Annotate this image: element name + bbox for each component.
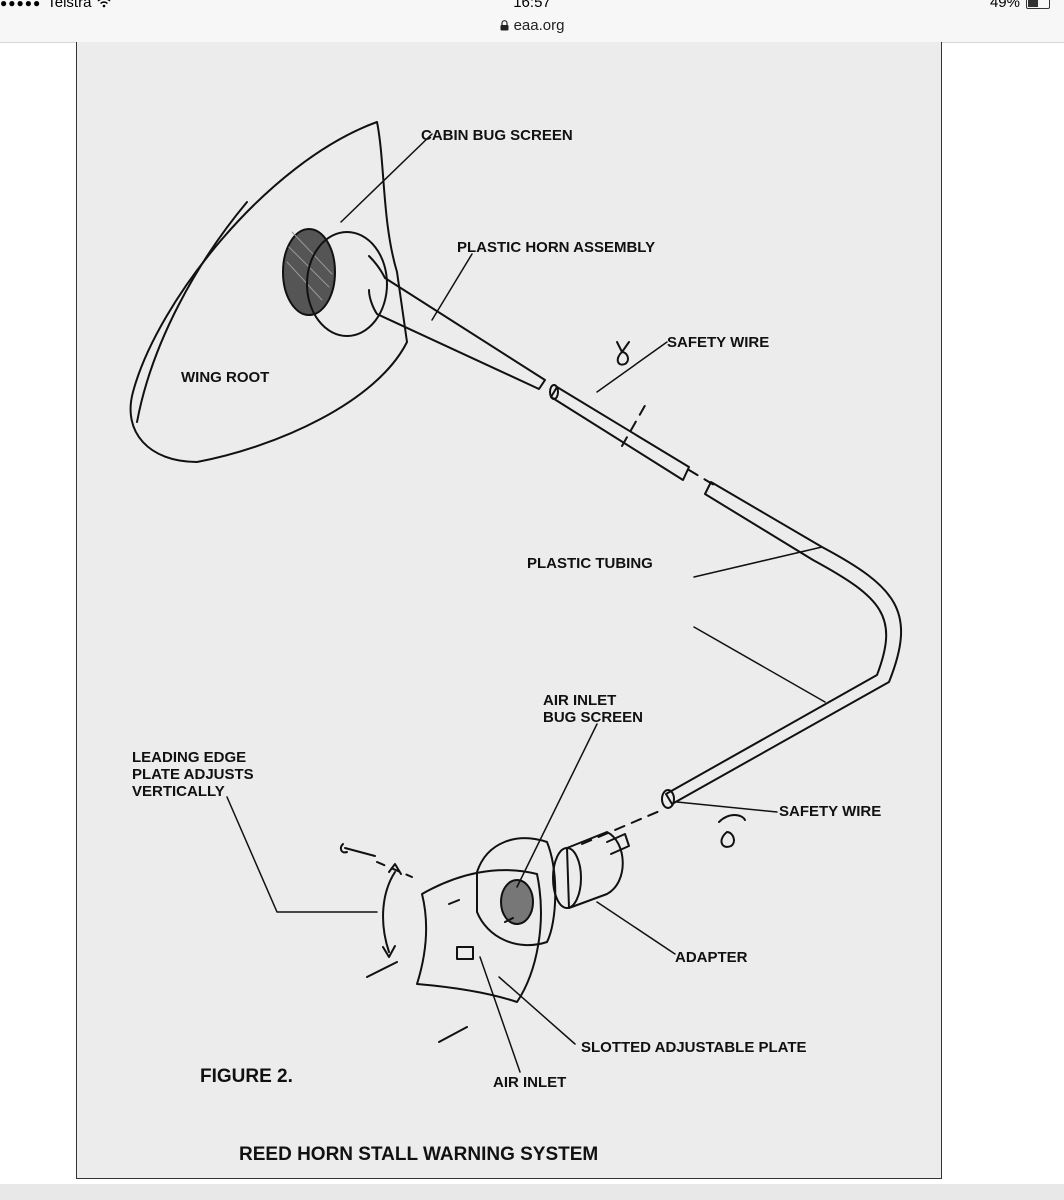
plastic-horn	[368, 255, 546, 390]
label-leading-edge-1: LEADING EDGE	[132, 749, 246, 766]
adjust-arrow-icon	[382, 863, 402, 958]
label-adapter: ADAPTER	[675, 949, 748, 966]
wing-root-edge	[136, 201, 248, 423]
reed-horn-diagram: CABIN BUG SCREEN PLASTIC HORN ASSEMBLY S…	[129, 121, 903, 1165]
slotted-adjustable-plate	[416, 869, 542, 1003]
label-air-inlet-bug-screen-1: AIR INLET	[543, 692, 616, 709]
url-text: eaa.org	[513, 17, 565, 34]
label-wing-root: WING ROOT	[181, 369, 269, 386]
label-air-inlet: AIR INLET	[493, 1074, 566, 1091]
screw-icon	[339, 843, 376, 857]
plastic-tubing-lower	[665, 481, 903, 805]
adapter	[566, 831, 624, 909]
lock-icon	[500, 20, 509, 31]
label-safety-wire-top: SAFETY WIRE	[667, 334, 769, 351]
label-safety-wire-bottom: SAFETY WIRE	[779, 803, 881, 820]
status-left: ●●●●● Telstra	[0, 0, 111, 11]
horn-flange	[306, 231, 388, 337]
label-plastic-tubing: PLASTIC TUBING	[527, 555, 653, 572]
safety-wire-top-icon	[616, 341, 630, 366]
label-plastic-horn-assembly: PLASTIC HORN ASSEMBLY	[457, 239, 655, 256]
label-figure: FIGURE 2.	[200, 1066, 293, 1087]
label-air-inlet-bug-screen-2: BUG SCREEN	[543, 709, 643, 726]
bottom-strip	[0, 1184, 1064, 1200]
status-bar: ●●●●● Telstra 16:57 eaa.org 49%	[0, 0, 1064, 43]
air-inlet-housing	[476, 837, 557, 947]
battery-icon	[1026, 0, 1050, 9]
signal-icon: ●●●●●	[0, 0, 42, 10]
status-time: 16:57	[513, 0, 551, 11]
document-page: CABIN BUG SCREEN PLASTIC HORN ASSEMBLY S…	[76, 42, 942, 1179]
wifi-icon	[97, 0, 111, 8]
safety-wire-bottom-icon	[718, 814, 746, 848]
label-cabin-bug-screen: CABIN BUG SCREEN	[421, 127, 573, 144]
status-right: 49%	[990, 0, 1050, 11]
battery-percent: 49%	[989, 0, 1020, 11]
label-slotted-adjustable-plate: SLOTTED ADJUSTABLE PLATE	[581, 1039, 807, 1056]
plastic-tubing-upper	[550, 386, 690, 481]
wing-root-panel	[129, 121, 408, 463]
url-bar[interactable]: eaa.org	[0, 17, 1064, 34]
air-inlet-bug-screen	[500, 879, 534, 925]
figure-caption: REED HORN STALL WARNING SYSTEM	[239, 1144, 598, 1165]
label-leading-edge-3: VERTICALLY	[132, 783, 225, 800]
carrier-name: Telstra	[47, 0, 92, 11]
label-leading-edge-2: PLATE ADJUSTS	[132, 766, 254, 783]
